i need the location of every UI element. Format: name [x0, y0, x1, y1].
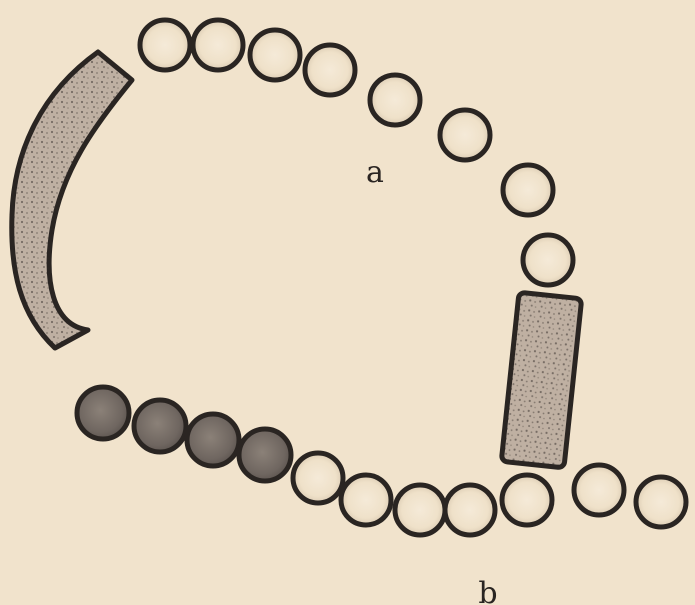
cell-bead	[440, 110, 490, 160]
cell-bead	[250, 30, 300, 80]
cell-bead	[502, 475, 552, 525]
label-a: a	[366, 155, 384, 190]
dark-cell-bead	[239, 429, 291, 481]
cell-bead	[636, 477, 686, 527]
cell-bead	[445, 485, 495, 535]
cell-bead	[193, 20, 243, 70]
cell-bead	[395, 485, 445, 535]
dark-cell-bead	[134, 400, 186, 452]
dark-cell-bead	[77, 387, 129, 439]
cell-bead	[370, 75, 420, 125]
cell-bead	[140, 20, 190, 70]
dark-cell-bead	[187, 414, 239, 466]
cell-bead	[523, 235, 573, 285]
cell-bead	[305, 45, 355, 95]
cell-bead	[341, 475, 391, 525]
cell-bead	[503, 165, 553, 215]
cell-bead	[574, 465, 624, 515]
cell-bead	[293, 453, 343, 503]
label-b: b	[478, 576, 497, 605]
